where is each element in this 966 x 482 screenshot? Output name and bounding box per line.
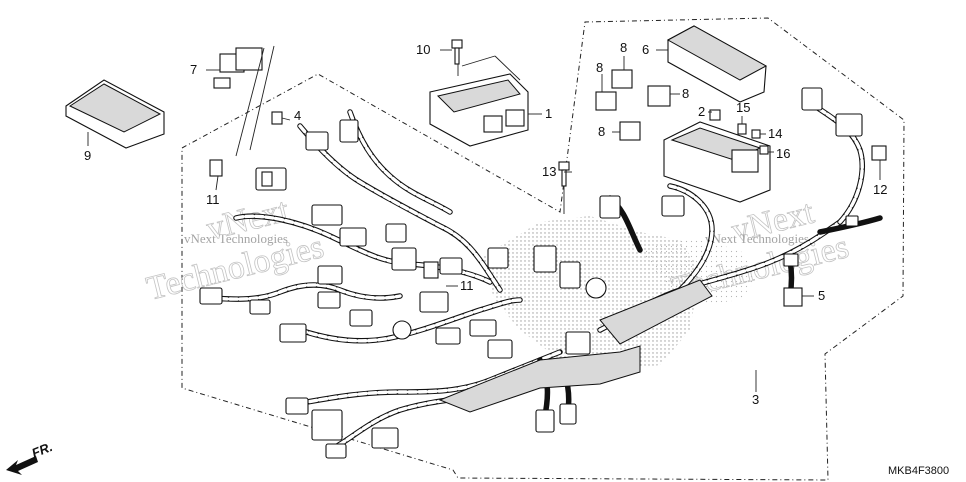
callout-13: 13 — [542, 164, 556, 179]
diagram-code: MKB4F3800 — [888, 465, 949, 477]
callout-6: 6 — [642, 42, 649, 57]
fuse-15 — [737, 123, 747, 135]
harness-group-outline — [181, 17, 905, 481]
relay-8-b — [595, 91, 617, 111]
relay-8-c — [647, 85, 671, 107]
harness-trunk-right — [599, 279, 713, 345]
relay-8-d — [619, 121, 641, 141]
callout-10: 10 — [416, 42, 430, 57]
callout-7: 7 — [190, 62, 197, 77]
bolt-10 — [451, 39, 463, 65]
leader-lines — [87, 45, 881, 392]
front-arrow: FR. — [6, 439, 55, 475]
callout-11-b: 11 — [460, 278, 474, 293]
front-arrow-icon — [6, 456, 38, 475]
regulator-rectifier — [429, 73, 529, 147]
harness-trunk — [438, 345, 641, 413]
callout-16: 16 — [776, 146, 790, 161]
callout-2: 2 — [698, 104, 705, 119]
bolt-13 — [558, 161, 570, 187]
wire-harness — [207, 101, 883, 453]
callout-labels: 1 2 3 4 5 6 7 8 8 8 8 9 10 11 11 12 13 1… — [84, 40, 887, 407]
callout-8-c: 8 — [682, 86, 689, 101]
ecu-9 — [65, 79, 165, 149]
connector-7 — [213, 47, 263, 89]
dotted-region-2 — [640, 238, 760, 305]
fuse-14 — [751, 129, 761, 139]
relay-8-a — [611, 69, 633, 89]
grommet-11-right — [423, 261, 439, 279]
callout-14: 14 — [768, 126, 782, 141]
relay-5 — [783, 287, 803, 307]
watermark-small-right: vNext Technologies — [705, 231, 809, 246]
front-arrow-label: FR. — [30, 439, 55, 461]
callout-8-d: 8 — [598, 124, 605, 139]
callout-11-a: 11 — [206, 192, 220, 207]
fuse-box — [663, 121, 771, 203]
connector-12 — [871, 145, 887, 161]
harness-connectors — [199, 87, 863, 459]
callout-5: 5 — [818, 288, 825, 303]
fuse-box-lid — [666, 25, 768, 103]
callout-15: 15 — [736, 100, 750, 115]
callout-3: 3 — [752, 392, 759, 407]
watermark-small-left: vNext Technologies — [184, 231, 288, 246]
clip-4 — [271, 111, 283, 125]
callout-9: 9 — [84, 148, 91, 163]
callout-4: 4 — [294, 108, 301, 123]
fuse-16 — [759, 145, 769, 155]
callout-8-a: 8 — [620, 40, 627, 55]
grommet-11-left — [209, 159, 223, 177]
fuse-2 — [709, 109, 721, 121]
callout-12: 12 — [873, 182, 887, 197]
callout-1: 1 — [545, 106, 552, 121]
callout-8-b: 8 — [596, 60, 603, 75]
